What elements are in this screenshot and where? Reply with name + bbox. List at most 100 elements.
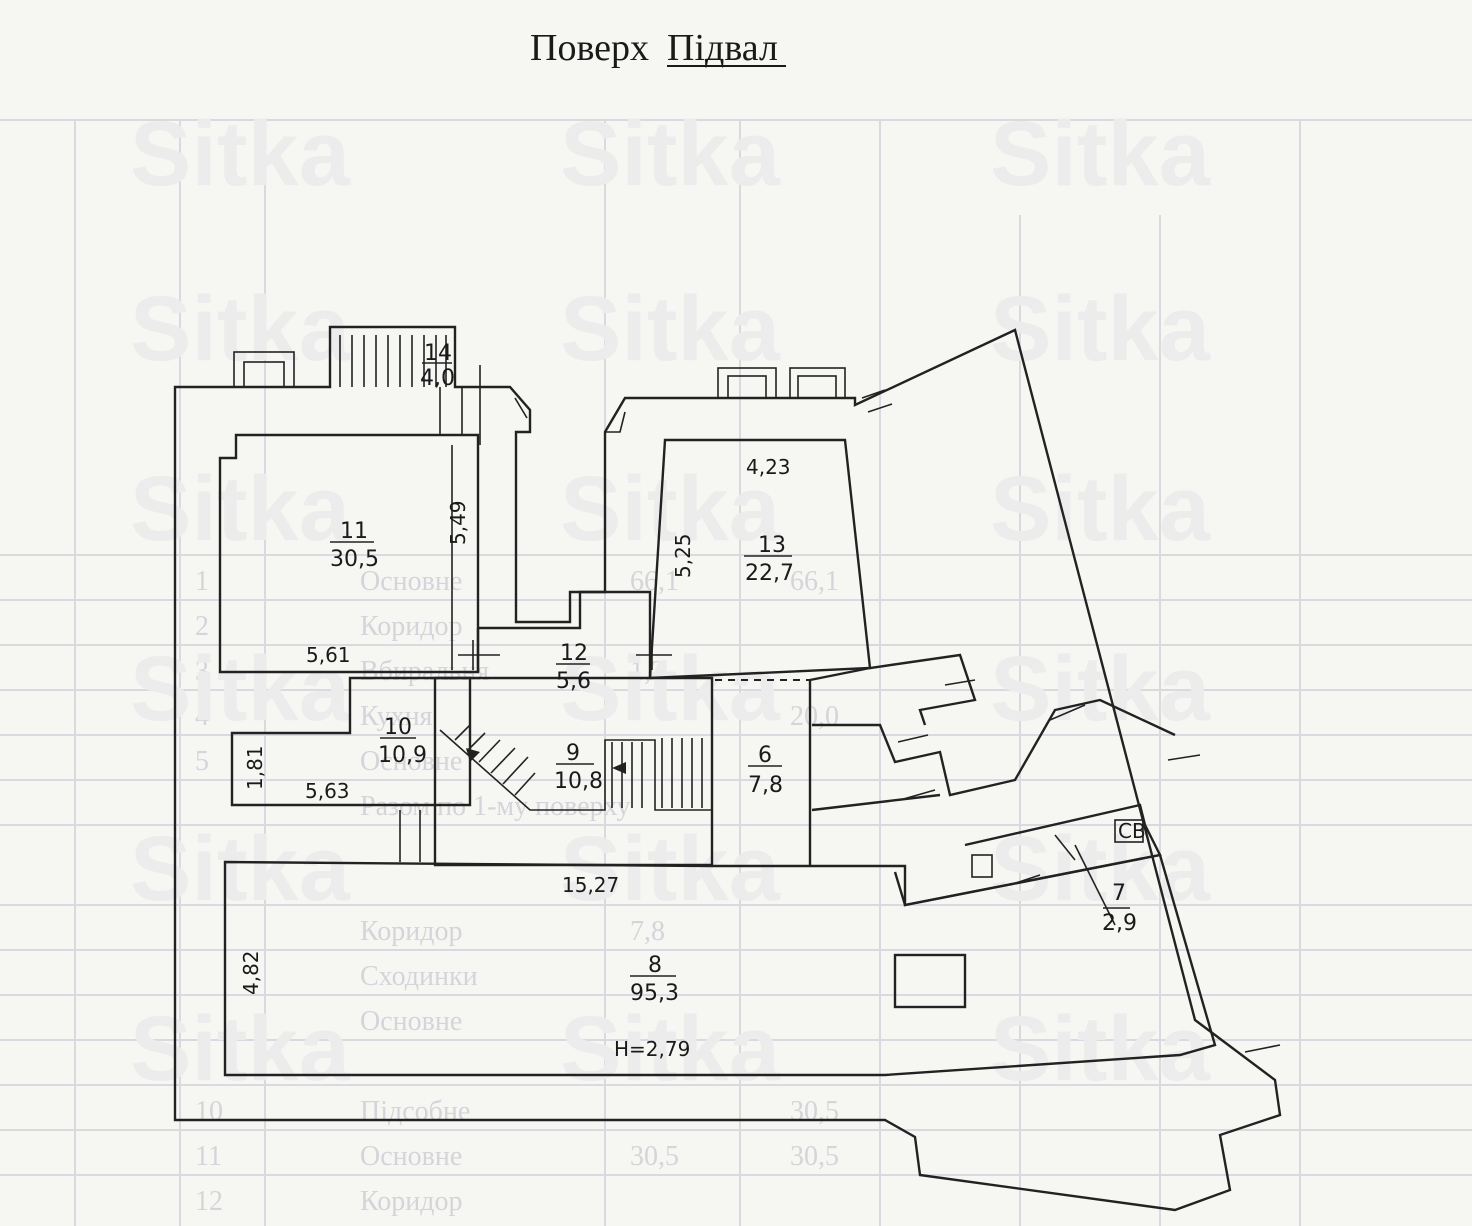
watermark: Sitka [990, 458, 1211, 560]
light-well-mid-inner [727, 375, 767, 399]
title-floor: Підвал [667, 27, 778, 69]
background-table-cell: Коридор [360, 916, 463, 947]
room-8-number: 8 [648, 953, 662, 978]
room-7-walls [893, 803, 1162, 907]
watermark: Sitka [990, 998, 1211, 1100]
watermark: Sitka [560, 638, 781, 740]
dim-5-49: 5,49 [446, 500, 470, 545]
room-10-area: 10,9 [378, 743, 427, 768]
background-table-cell: Сходинки [360, 961, 478, 992]
watermark: Sitka [130, 998, 351, 1100]
dim-4-82: 4,82 [239, 950, 263, 995]
background-table-cell: Кухня [360, 701, 433, 732]
plan-title: Поверх Підвал [530, 27, 786, 69]
watermark-layer: Sitka Sitka Sitka Sitka Sitka Sitka Sitk… [130, 103, 1211, 1100]
room-7-number: 7 [1112, 881, 1126, 906]
background-table-cell: 1,2 [630, 656, 665, 687]
background-table-cell: 10 [195, 1096, 223, 1127]
room-6-area: 7,8 [748, 773, 783, 798]
right-wing-middle-walls [811, 698, 1176, 812]
background-table-cell: Коридор [360, 611, 463, 642]
stair-room-14 [339, 335, 463, 435]
room-14-area: 4,0 [420, 366, 455, 391]
background-table-cell: Основне [360, 566, 462, 597]
stair-9-treads [454, 724, 703, 808]
title-prefix: Поверх [530, 27, 649, 69]
background-table-cell: 20,0 [790, 701, 839, 732]
room-12-number: 12 [560, 641, 588, 666]
background-table-cell: 5 [195, 746, 209, 777]
dimension-lines [451, 365, 1130, 926]
room-9-area: 10,8 [554, 769, 603, 794]
watermark: Sitka [990, 278, 1211, 380]
watermark: Sitka [560, 278, 781, 380]
background-table-cell: 30,5 [790, 1141, 839, 1172]
room-8-column [893, 953, 967, 1009]
watermark: Sitka [130, 103, 351, 205]
background-table-cell: 3 [195, 656, 209, 687]
closet-box [971, 854, 993, 878]
background-table-cell: 4 [195, 701, 209, 732]
watermark: Sitka [560, 458, 781, 560]
background-table-cell: Основне [360, 1006, 462, 1037]
dim-5-25: 5,25 [671, 533, 695, 578]
stove-box [1114, 819, 1144, 843]
dim-5-61: 5,61 [306, 643, 351, 667]
room-6-number: 6 [758, 743, 772, 768]
watermark: Sitka [130, 818, 351, 920]
room-13-number: 13 [758, 533, 786, 558]
room-11-walls [218, 433, 480, 674]
background-table-cell: Основне [360, 1141, 462, 1172]
background-table-cell: Основне [360, 746, 462, 777]
dim-5-63: 5,63 [305, 779, 350, 803]
light-well-left-inner [243, 361, 285, 388]
background-table-cell: 1 [195, 566, 209, 597]
room-10-number: 10 [384, 715, 412, 740]
stove-label: СВ [1118, 819, 1146, 843]
background-table-cell: Коридор [360, 1186, 463, 1217]
room-13-area: 22,7 [745, 561, 794, 586]
stair-arrow-left-icon [466, 748, 480, 762]
watermark: Sitka [560, 818, 781, 920]
stair-arrow-right-icon [612, 762, 626, 774]
room-8-walls [223, 853, 1217, 1077]
watermark: Sitka [560, 103, 781, 205]
dimension-labels: 5,49 5,61 4,23 5,25 1,81 5,63 15,27 4,82 [239, 455, 791, 995]
outer-wall-inner [514, 397, 626, 433]
watermark: Sitka [130, 458, 351, 560]
background-table-cell: 30,5 [790, 1096, 839, 1127]
background-table-cell: 2 [195, 611, 209, 642]
room-labels: 14 4,0 11 30,5 13 22,7 12 5,6 10 10,9 9 … [330, 341, 1146, 1061]
room-7-area: 2,9 [1102, 911, 1137, 936]
room-8-area: 95,3 [630, 981, 679, 1006]
background-table-cell: Підсобне [360, 1096, 470, 1127]
background-table-cell: 7,8 [630, 916, 665, 947]
dim-1-81: 1,81 [243, 745, 267, 790]
background-table-cell: 11 [195, 1141, 222, 1172]
walls [173, 325, 1282, 1212]
watermark: Sitka [560, 998, 781, 1100]
watermark: Sitka [990, 818, 1211, 920]
watermark: Sitka [130, 278, 351, 380]
background-table-cell: Разом по 1-му поверху [360, 791, 631, 822]
background-table-cell: 30,5 [630, 1141, 679, 1172]
door-ticks [399, 389, 1281, 1053]
room-12-walls [476, 590, 652, 678]
room-9-number: 9 [566, 741, 580, 766]
room-12-area: 5,6 [556, 669, 591, 694]
background-table-cell: 66,1 [790, 566, 839, 597]
dim-15-27: 15,27 [562, 873, 619, 897]
watermark: Sitka [990, 103, 1211, 205]
room-8-height: Н=2,79 [614, 1037, 690, 1061]
room-11-area: 30,5 [330, 547, 379, 572]
room-11-number: 11 [340, 519, 368, 544]
light-well-right-inner [797, 375, 837, 399]
room-14-number: 14 [424, 341, 452, 366]
watermark: Sitka [130, 638, 351, 740]
room-6-right-wall [808, 653, 977, 866]
stair-9-outline [439, 729, 712, 811]
dim-4-23: 4,23 [746, 455, 791, 479]
background-table-cell: 12 [195, 1186, 223, 1217]
